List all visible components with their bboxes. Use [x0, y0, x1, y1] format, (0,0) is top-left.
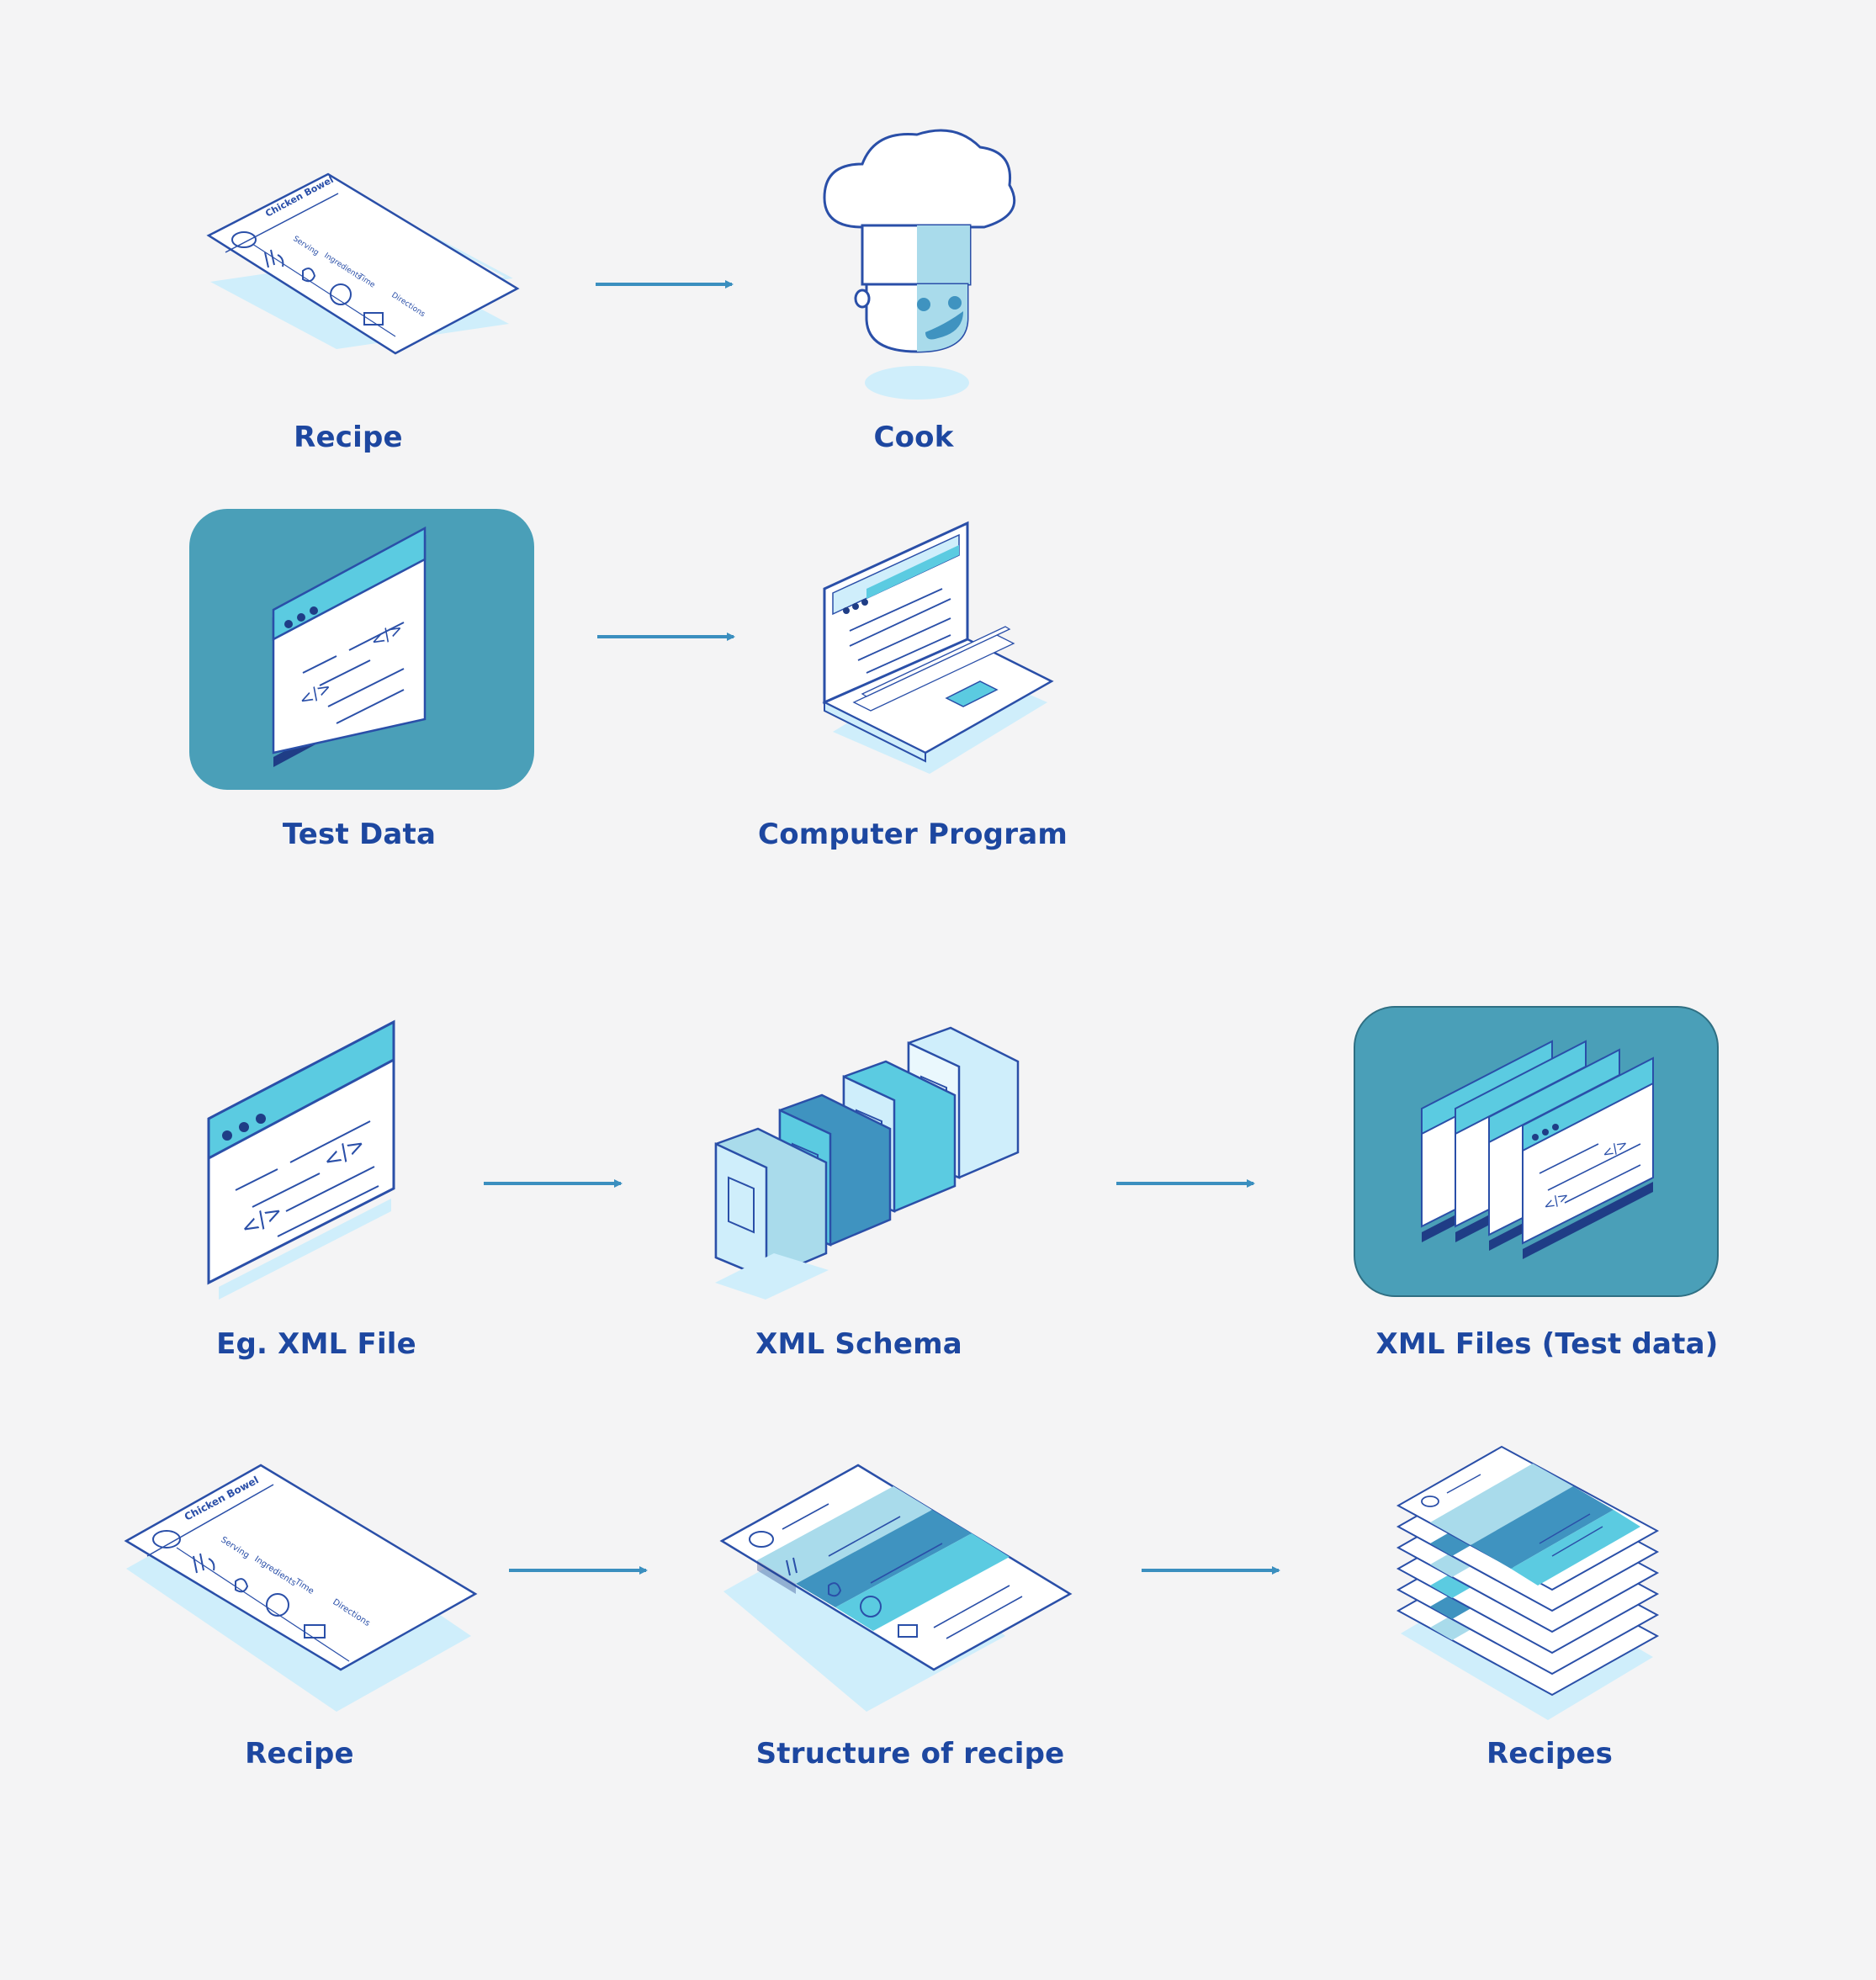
- label-recipes: Recipes: [1486, 1737, 1614, 1771]
- xml-file-icon: </> </>: [207, 1019, 395, 1300]
- stacked-windows-icon: </> </>: [1354, 1006, 1719, 1297]
- label-test-data: Test Data: [282, 818, 437, 851]
- recipe-stack-icon: [1396, 1445, 1660, 1720]
- label-xml-file: Eg. XML File: [216, 1327, 416, 1361]
- schema-block-1: [714, 1127, 828, 1280]
- stack-sheet-1: [1396, 1445, 1660, 1591]
- label-computer-program: Computer Program: [758, 818, 1068, 851]
- label-cook: Cook: [873, 421, 954, 454]
- schema-blocks-icon: [714, 1026, 1020, 1300]
- label-structure-of-recipe: Structure of recipe: [755, 1737, 1065, 1771]
- label-recipe-2: Recipe: [245, 1737, 354, 1771]
- label-xml-files: XML Files (Test data): [1375, 1327, 1719, 1361]
- code-window-icon: </> </>: [189, 509, 534, 790]
- label-xml-schema: XML Schema: [755, 1327, 962, 1361]
- recipe-card-icon: Chicken Bowel Serving Ingredients Time D…: [206, 172, 520, 355]
- stacked-window-4: </> </>: [1522, 1056, 1654, 1259]
- laptop-icon: [822, 521, 1054, 774]
- chef-icon: [823, 129, 1016, 400]
- label-recipe-1: Recipe: [294, 421, 403, 454]
- recipe-structure-icon: [719, 1464, 1073, 1712]
- recipe-card-icon-2: Chicken Bowel Serving Ingredients Time D…: [124, 1464, 478, 1712]
